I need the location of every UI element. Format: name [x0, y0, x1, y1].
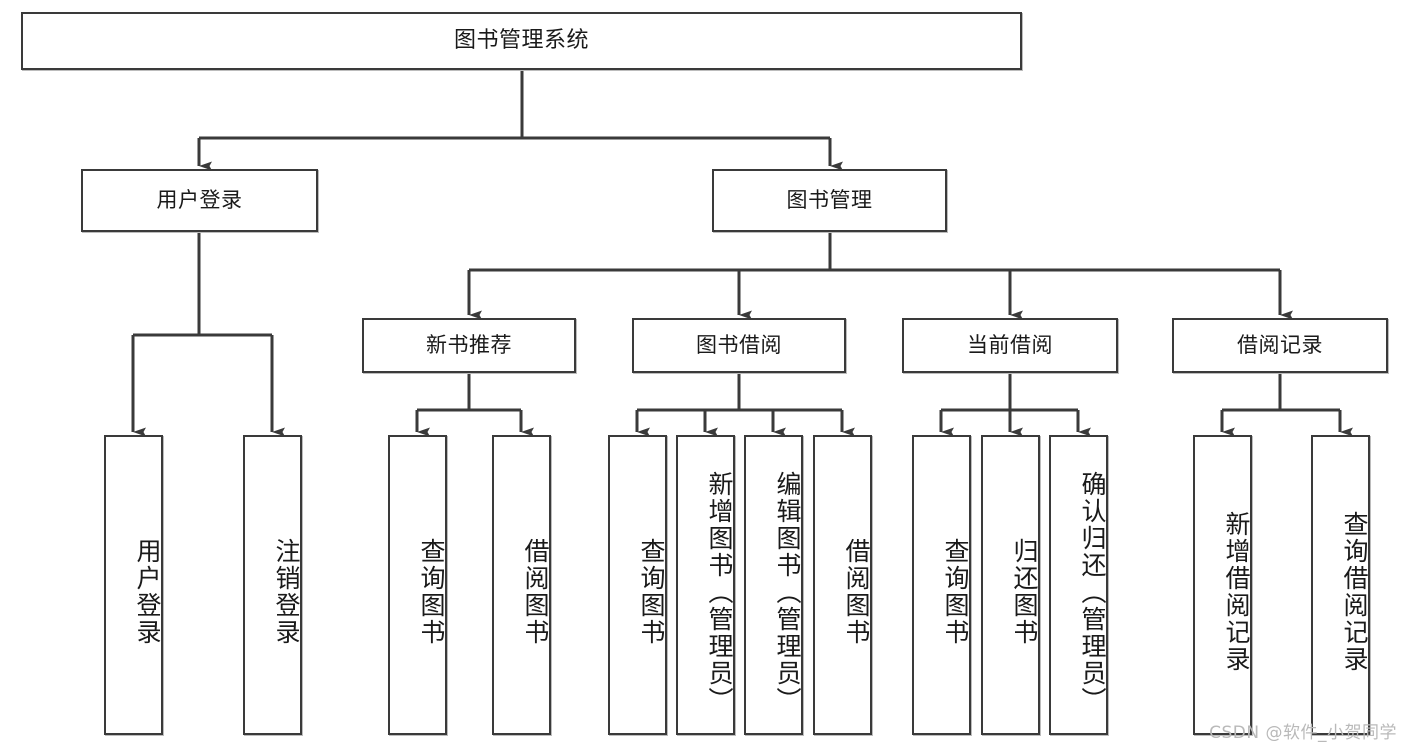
node-leaf-query-record[interactable]: 查询借阅记录: [1311, 435, 1370, 735]
node-leaf-confirm-return-label: 确认归还（管理员）: [1078, 470, 1107, 714]
node-leaf-borrow-book-1[interactable]: 借阅图书: [492, 435, 551, 735]
node-leaf-user-login-label: 用户登录: [133, 538, 162, 646]
node-leaf-add-record-label: 新增借阅记录: [1222, 511, 1251, 673]
node-leaf-add-record[interactable]: 新增借阅记录: [1193, 435, 1252, 735]
node-leaf-user-logout-label: 注销登录: [272, 538, 301, 646]
node-book-manage[interactable]: 图书管理: [712, 169, 947, 232]
watermark: CSDN @软件_小贺同学: [1209, 723, 1397, 743]
node-leaf-edit-book[interactable]: 编辑图书（管理员）: [744, 435, 803, 735]
node-user-login[interactable]: 用户登录: [81, 169, 318, 232]
node-book-borrow-label: 图书借阅: [696, 332, 782, 357]
node-leaf-borrow-book-2-label: 借阅图书: [842, 538, 871, 646]
node-current-borrow[interactable]: 当前借阅: [902, 318, 1118, 373]
node-book-borrow[interactable]: 图书借阅: [632, 318, 846, 373]
node-leaf-return-book[interactable]: 归还图书: [981, 435, 1040, 735]
node-borrow-record[interactable]: 借阅记录: [1172, 318, 1388, 373]
node-leaf-user-login[interactable]: 用户登录: [104, 435, 163, 735]
node-leaf-query-book-1-label: 查询图书: [417, 538, 446, 646]
node-leaf-edit-book-label: 编辑图书（管理员）: [773, 470, 802, 714]
node-leaf-query-book-2[interactable]: 查询图书: [608, 435, 667, 735]
node-leaf-query-book-3-label: 查询图书: [941, 538, 970, 646]
node-leaf-query-book-2-label: 查询图书: [637, 538, 666, 646]
node-leaf-return-book-label: 归还图书: [1010, 538, 1039, 646]
node-new-book-rec-label: 新书推荐: [426, 332, 512, 357]
node-root-label: 图书管理系统: [453, 27, 589, 53]
node-root[interactable]: 图书管理系统: [21, 12, 1022, 70]
node-new-book-rec[interactable]: 新书推荐: [362, 318, 576, 373]
node-leaf-user-logout[interactable]: 注销登录: [243, 435, 302, 735]
node-leaf-confirm-return[interactable]: 确认归还（管理员）: [1049, 435, 1108, 735]
node-leaf-add-book-label: 新增图书（管理员）: [705, 470, 734, 714]
node-current-borrow-label: 当前借阅: [967, 332, 1053, 357]
node-book-manage-label: 图书管理: [786, 187, 873, 212]
node-leaf-borrow-book-2[interactable]: 借阅图书: [813, 435, 872, 735]
node-leaf-query-book-3[interactable]: 查询图书: [912, 435, 971, 735]
node-leaf-query-record-label: 查询借阅记录: [1340, 511, 1369, 673]
node-user-login-label: 用户登录: [156, 187, 243, 212]
node-leaf-query-book-1[interactable]: 查询图书: [388, 435, 447, 735]
node-borrow-record-label: 借阅记录: [1237, 332, 1323, 357]
node-leaf-add-book[interactable]: 新增图书（管理员）: [676, 435, 735, 735]
node-leaf-borrow-book-1-label: 借阅图书: [521, 538, 550, 646]
